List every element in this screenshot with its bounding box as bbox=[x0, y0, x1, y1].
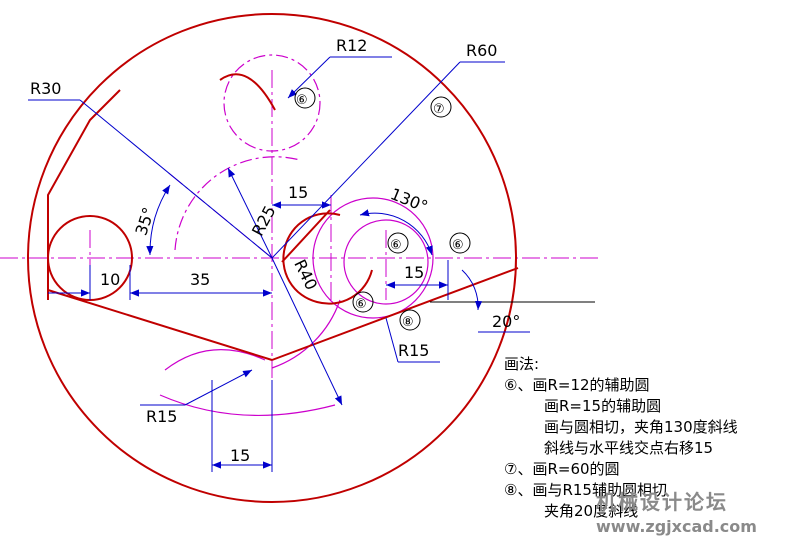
label-r15-left: R15 bbox=[146, 407, 177, 426]
marker-6-mid2: ⑥ bbox=[452, 238, 464, 253]
part-outline bbox=[27, 13, 519, 503]
notes-line-2: 画R=15的辅助圆 bbox=[544, 397, 662, 415]
label-dim-35-angle: 35° bbox=[132, 205, 159, 238]
aux-arc-r25 bbox=[174, 156, 301, 251]
aux-circle-r15-right bbox=[312, 197, 434, 319]
label-dim-15-bottom: 15 bbox=[230, 446, 250, 465]
label-dim-130: 130° bbox=[388, 184, 431, 216]
label-dim-15-top: 15 bbox=[288, 183, 308, 202]
aux-arc-r15-bottom2 bbox=[159, 394, 336, 417]
marker-6-top: ⑥ bbox=[296, 93, 308, 108]
label-r15-right: R15 bbox=[398, 341, 429, 360]
notes-line-4: 斜线与水平线交点右移15 bbox=[544, 439, 714, 457]
notes-line-5: ⑦、画R=60的圆 bbox=[504, 460, 620, 478]
step-markers bbox=[294, 87, 471, 331]
notes-line-3: 画与圆相切，夹角130度斜线 bbox=[544, 418, 738, 436]
notes-line-7: 夹角20度斜线 bbox=[544, 502, 639, 520]
aux-arc-r40 bbox=[271, 299, 341, 369]
marker-7: ⑦ bbox=[433, 102, 445, 117]
label-dim-20: 20° bbox=[492, 312, 520, 331]
label-dim-10: 10 bbox=[100, 270, 120, 289]
label-r60: R60 bbox=[466, 41, 497, 60]
label-r30: R30 bbox=[30, 79, 61, 98]
left-boundary bbox=[47, 89, 121, 300]
aux-circle-r12-top bbox=[223, 54, 321, 152]
label-dim-15-mid: 15 bbox=[404, 263, 424, 282]
watermark-url: www.zgjxcad.com bbox=[596, 517, 757, 536]
right-hole-arc bbox=[282, 212, 373, 305]
outer-circle-r60 bbox=[27, 13, 517, 503]
notes-line-1: ⑥、画R=12的辅助圆 bbox=[504, 376, 650, 394]
marker-6-mid1: ⑥ bbox=[390, 238, 402, 253]
label-r12: R12 bbox=[336, 36, 367, 55]
marker-6-low: ⑥ bbox=[355, 297, 367, 312]
watermark-site-name: 机械设计论坛 bbox=[596, 490, 728, 514]
top-notch bbox=[219, 73, 276, 111]
construction-notes: 画法: ⑥、画R=12的辅助圆 画R=15的辅助圆 画与圆相切，夹角130度斜线… bbox=[504, 354, 738, 522]
dimension-lines bbox=[28, 56, 595, 472]
label-r25: R25 bbox=[248, 202, 280, 239]
marker-8: ⑧ bbox=[402, 315, 414, 330]
notes-title: 画法: bbox=[504, 355, 540, 373]
notes-line-6: ⑧、画与R15辅助圆相切 bbox=[504, 481, 667, 499]
site-watermark: 机械设计论坛 www.zgjxcad.com bbox=[596, 486, 757, 536]
label-dim-35: 35 bbox=[190, 270, 210, 289]
aux-arc-r15-bottom bbox=[164, 349, 266, 371]
